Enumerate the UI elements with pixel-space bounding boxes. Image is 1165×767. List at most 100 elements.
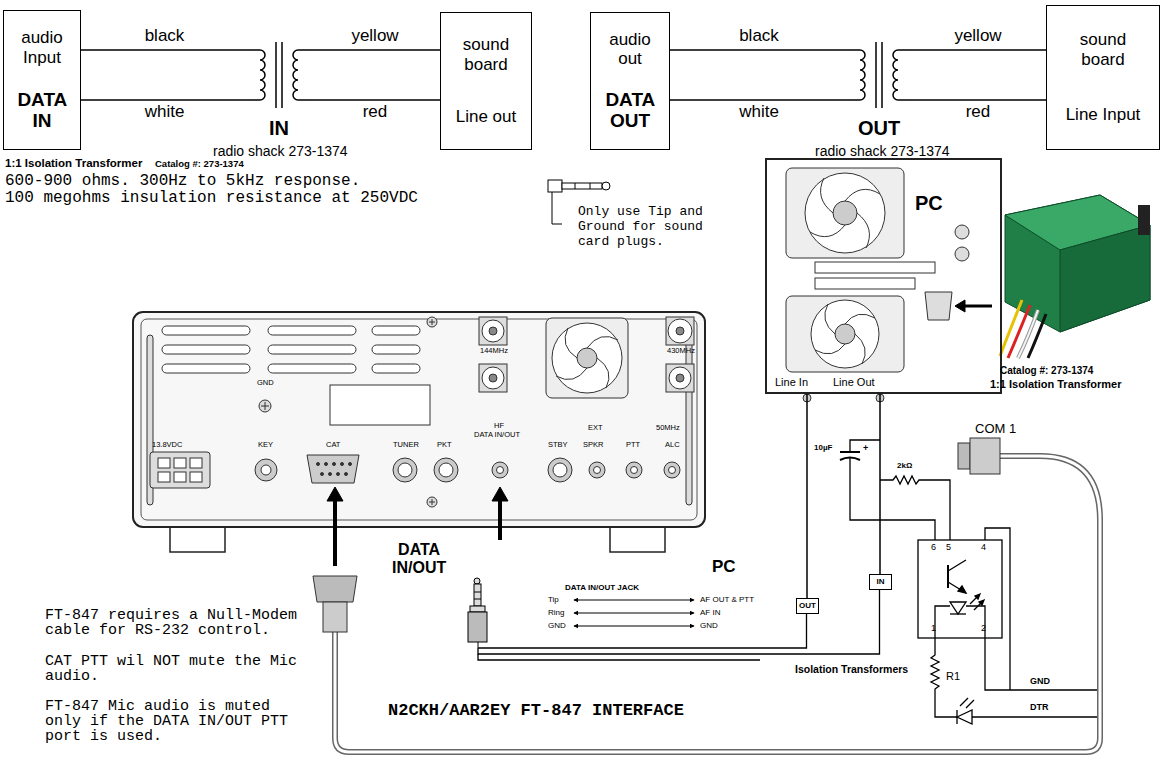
antenna-connectors (489, 374, 497, 382)
photo-transformer (1018, 310, 1038, 358)
vent-slots (268, 345, 356, 354)
wire-connector (806, 394, 808, 598)
plug-note: Only use Tip and Ground for sound card p… (578, 205, 715, 250)
rear-connectors (190, 458, 202, 468)
optocoupler (950, 602, 966, 614)
dtr-circuit (985, 638, 1097, 690)
pointer-arrows (498, 498, 502, 540)
rear-connectors (174, 458, 186, 468)
rear-connectors (190, 472, 202, 482)
pc-tower-parts (955, 247, 969, 261)
coupling-circuit (840, 451, 860, 453)
rear-connectors (594, 467, 601, 474)
transformer-coil (248, 50, 265, 100)
screws (429, 499, 435, 505)
rear-connectors (337, 473, 340, 476)
transformer-core (276, 42, 282, 108)
node-title: IN (269, 117, 289, 140)
audio-plug (478, 642, 479, 648)
wire-color-label: red (965, 103, 992, 122)
wire-connector (310, 99, 440, 101)
wire-connector (910, 49, 1046, 51)
panel-label: PTT (626, 441, 640, 449)
optocoupler (947, 565, 949, 588)
component-value: 10µF (814, 444, 832, 453)
antenna-connectors (479, 317, 507, 345)
serial-cable (335, 456, 1100, 752)
radio-body (133, 312, 705, 527)
audio-plug (468, 612, 487, 642)
table-heading: DATA IN/OUT JACK (565, 584, 639, 592)
wire-color-label: white (144, 103, 186, 122)
signal-name: DTR (1030, 703, 1049, 713)
jack-table-arrows (574, 600, 694, 601)
optocoupler (958, 586, 966, 593)
radio-body (330, 385, 430, 425)
node-text: DATA IN (17, 90, 66, 132)
db9-plugs (970, 438, 1000, 474)
audio-plug (470, 606, 485, 612)
panel-label: GND (257, 379, 274, 387)
wire-connector (879, 394, 881, 574)
rear-connectors (150, 452, 210, 488)
node-title: IN (877, 578, 885, 586)
pointer-arrows (333, 498, 337, 566)
panel-label: ALC (665, 441, 680, 449)
panel-label: CAT (326, 441, 340, 449)
photo-caption: Catalog #: 273-1374 (1000, 365, 1093, 376)
signal-name: AF IN (700, 609, 720, 617)
antenna-connectors (676, 374, 684, 382)
radio-fan (556, 328, 618, 388)
optocoupler (979, 600, 984, 605)
photo-transformer (1000, 195, 1150, 358)
port-arrow (955, 300, 992, 312)
rear-connectors (497, 467, 504, 474)
transformer-coil (293, 50, 310, 100)
vent-slots (372, 326, 420, 335)
antenna-connectors (479, 364, 507, 392)
spec-heading: 1:1 Isolation Transformer (5, 157, 142, 170)
db9-plugs (313, 438, 1000, 632)
pin-number: 2 (981, 624, 986, 633)
jack-callout: DATA IN/OUT (392, 541, 446, 576)
wire-color-label: black (144, 27, 186, 46)
wire-connector (81, 99, 248, 101)
audio-plug (474, 578, 480, 584)
wire-color-label: red (362, 103, 389, 122)
data-in-box: audio InputDATA IN (3, 10, 81, 150)
rear-connectors (398, 463, 412, 477)
panel-label: 144MHz (480, 347, 508, 355)
radio-fan (546, 318, 628, 398)
antenna-connectors (676, 327, 684, 335)
part-number: radio shack 273-1374 (213, 144, 348, 159)
node-title: PC (915, 192, 943, 215)
node-title: OUT (799, 602, 816, 610)
dtr-circuit (972, 716, 1097, 717)
sound-board-box: sound boardLine out (440, 12, 532, 150)
rear-connectors (626, 462, 642, 478)
signal-name: GND (700, 622, 718, 630)
photo-transformer (1018, 310, 1038, 358)
data-out-box: audio outDATA OUT (590, 12, 670, 150)
isolation-transformer: OUT (848, 18, 910, 140)
vent-slots (162, 326, 250, 335)
optocoupler (948, 560, 966, 593)
rear-connectors (492, 462, 508, 478)
pc-tower: PCLine InLine Out (765, 158, 1002, 394)
pc-tower-parts (815, 278, 915, 289)
dtr-circuit (960, 698, 974, 708)
note-text: CAT PTT wil NOT mute the Mic audio. (45, 654, 306, 684)
panel-label: 13.8VDC (152, 441, 182, 449)
pin-number: 4 (981, 543, 986, 552)
coupling-circuit (850, 458, 935, 540)
antenna-connectors (482, 320, 504, 342)
isolation-transformer: IN (248, 18, 310, 140)
pin-number: 6 (931, 543, 936, 552)
jack-table-arrows (574, 613, 694, 614)
node-title: sound board (1080, 30, 1126, 69)
serial-cable (335, 456, 1100, 752)
panel-label: KEY (258, 441, 273, 449)
rear-connectors (669, 467, 676, 474)
pin-name: Ring (548, 609, 564, 617)
